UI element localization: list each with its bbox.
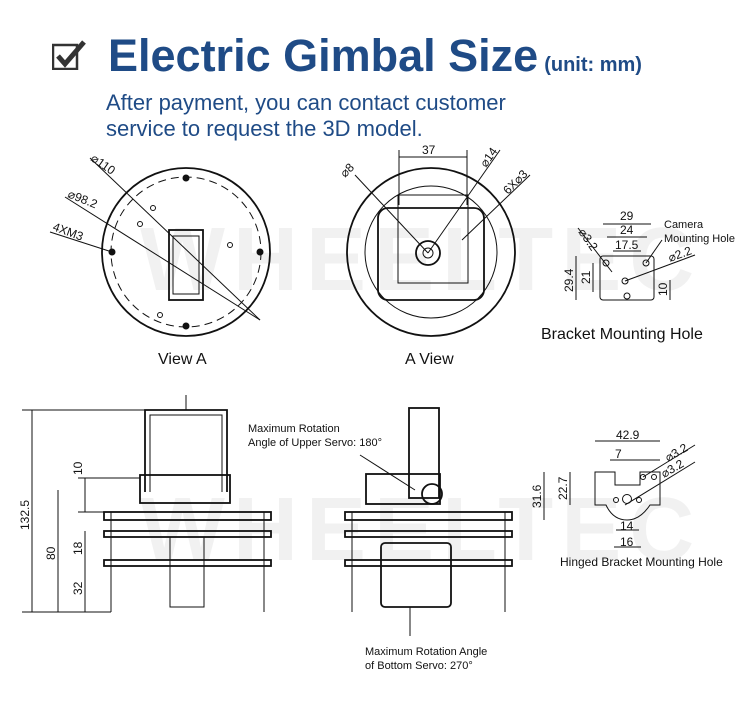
- hinged-height-31-6: 31.6: [530, 484, 544, 508]
- hinged-width-42-9: 42.9: [616, 428, 640, 442]
- a-view-caption: A View: [405, 351, 454, 368]
- a-view-hole-spec: 6X⌀3: [500, 167, 530, 197]
- bottom-servo-note: Maximum Rotation Angle: [365, 646, 487, 658]
- bracket-height-10: 10: [656, 282, 670, 296]
- view-a-caption: View A: [158, 351, 207, 368]
- side-view-right: Maximum Rotation Angle of Upper Servo: 1…: [248, 407, 513, 672]
- unit-label: (unit: mm): [544, 54, 642, 76]
- height-10: 10: [71, 461, 85, 475]
- a-view-width: 37: [422, 143, 436, 157]
- bracket-height-21: 21: [579, 270, 593, 284]
- hinged-width-7: 7: [615, 447, 622, 461]
- hinged-height-22-7: 22.7: [556, 476, 570, 500]
- watermark: WHEELTEC: [140, 210, 702, 310]
- subtitle-line-1: After payment, you can contact customer: [106, 90, 506, 115]
- a-view-small-diameter: ⌀8: [337, 160, 357, 180]
- bracket-width-29: 29: [620, 209, 634, 223]
- bracket-caption: Bracket Mounting Hole: [541, 326, 703, 343]
- view-a-screw-spec: 4XM3: [51, 220, 86, 244]
- view-a-drawing: ⌀110 ⌀98.2 4XM3 View A: [49, 151, 271, 368]
- bracket-width-17-5: 17.5: [615, 238, 639, 252]
- bottom-servo-note: of Bottom Servo: 270°: [365, 660, 473, 672]
- camera-mounting-label: Camera: [664, 219, 704, 231]
- bracket-drawing: 29 24 17.5 29.4 21 10 ⌀3.2 ⌀2.2 Camera M…: [541, 209, 735, 343]
- side-view-left: 132.5 10 80 18 32: [18, 395, 272, 613]
- hinged-hole-diameter-2: ⌀3.2: [659, 456, 687, 480]
- camera-mounting-label: Mounting Hole: [664, 233, 735, 245]
- height-32: 32: [71, 581, 85, 595]
- a-view-large-diameter: ⌀14: [477, 145, 500, 170]
- hinged-width-14: 14: [620, 519, 634, 533]
- upper-servo-note: Maximum Rotation: [248, 423, 340, 435]
- hinged-caption: Hinged Bracket Mounting Hole: [560, 555, 723, 569]
- total-height: 132.5: [18, 500, 32, 530]
- height-80: 80: [44, 546, 58, 560]
- view-a-outer-diameter: ⌀110: [88, 151, 118, 178]
- hinged-width-16: 16: [620, 535, 634, 549]
- bracket-height-29-4: 29.4: [562, 268, 576, 292]
- bracket-width-24: 24: [620, 223, 634, 237]
- page-title: Electric Gimbal Size(unit: mm): [108, 30, 642, 81]
- watermark: WHEELTEC: [140, 480, 702, 580]
- height-18: 18: [71, 541, 85, 555]
- subtitle-line-2: service to request the 3D model.: [106, 116, 423, 141]
- checkbox-checked-icon: [52, 40, 86, 70]
- upper-servo-note: Angle of Upper Servo: 180°: [248, 437, 382, 449]
